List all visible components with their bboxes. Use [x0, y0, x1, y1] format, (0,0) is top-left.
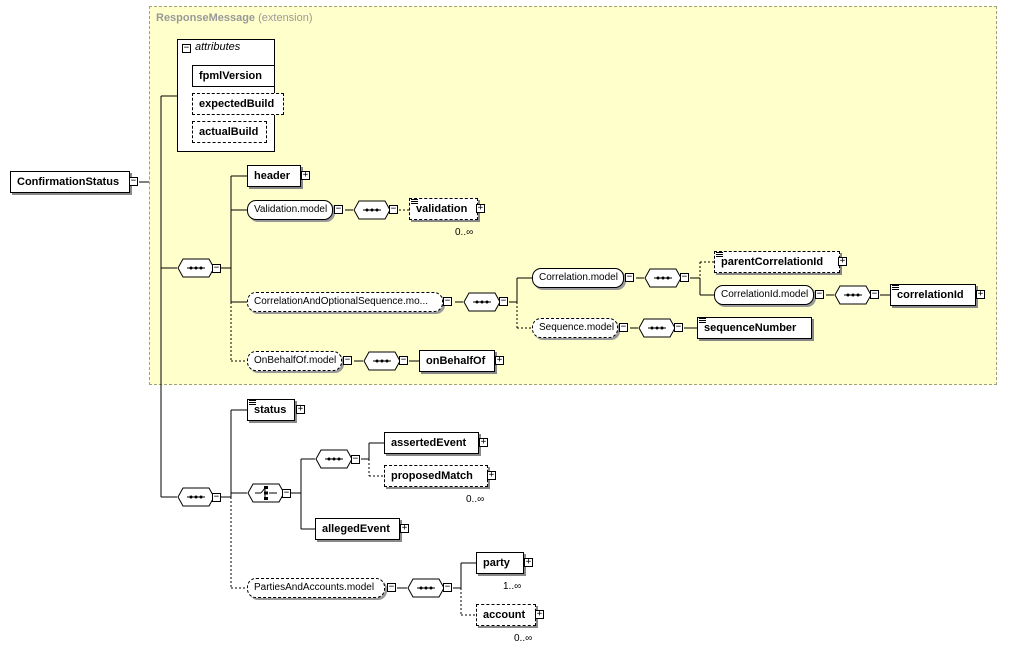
collapse-icon[interactable]: −	[212, 263, 221, 273]
element-validation[interactable]: validation	[409, 198, 478, 220]
cardinality-proposed-match: 0..∞	[466, 494, 485, 505]
sequence-compositor-corr[interactable]	[463, 292, 501, 312]
collapse-icon[interactable]: −	[443, 296, 452, 306]
collapse-icon[interactable]: −	[674, 322, 683, 332]
documentation-icon	[249, 400, 256, 407]
collapse-icon[interactable]: −	[212, 492, 221, 502]
sequence-compositor-on-behalf[interactable]	[363, 351, 401, 371]
group-parties-and-accounts-model[interactable]: PartiesAndAccounts.model	[247, 578, 385, 598]
element-account[interactable]: account	[476, 604, 536, 626]
sequence-compositor-correlation[interactable]	[644, 268, 682, 288]
collapse-icon[interactable]: −	[343, 355, 352, 365]
expand-icon[interactable]: +	[479, 437, 488, 447]
element-correlation-id[interactable]: correlationId	[890, 284, 976, 306]
expand-icon[interactable]: +	[301, 170, 310, 180]
collapse-icon[interactable]: −	[389, 204, 398, 214]
attribute-fpmlversion[interactable]: fpmlVersion	[192, 65, 275, 87]
element-asserted-event[interactable]: assertedEvent	[384, 432, 479, 454]
collapse-icon[interactable]: −	[680, 272, 689, 282]
element-parent-correlation-id[interactable]: parentCorrelationId	[714, 251, 840, 273]
element-status[interactable]: status	[247, 399, 295, 421]
collapse-icon[interactable]: −	[387, 582, 396, 592]
collapse-icon[interactable]: −	[815, 289, 824, 299]
documentation-icon	[411, 199, 418, 206]
choice-compositor[interactable]	[247, 483, 285, 503]
sequence-compositor-correlation-id[interactable]	[834, 285, 872, 305]
expand-icon[interactable]: +	[535, 609, 544, 619]
collapse-icon[interactable]: −	[625, 272, 634, 282]
expand-icon[interactable]: +	[976, 289, 985, 299]
group-validation-model[interactable]: Validation.model	[247, 200, 333, 220]
root-element[interactable]: ConfirmationStatus	[10, 171, 130, 193]
collapse-icon[interactable]: −	[351, 454, 360, 464]
expand-icon[interactable]: +	[838, 256, 847, 266]
expand-icon[interactable]: +	[400, 523, 409, 533]
documentation-icon	[699, 318, 706, 325]
collapse-icon[interactable]: −	[282, 488, 291, 498]
sequence-compositor-sequence[interactable]	[638, 318, 676, 338]
expand-icon[interactable]: +	[524, 557, 533, 567]
collapse-icon[interactable]: −	[499, 296, 508, 306]
attribute-actualbuild[interactable]: actualBuild	[192, 121, 267, 143]
expand-icon[interactable]: +	[296, 404, 305, 414]
extension-title: ResponseMessage (extension)	[156, 12, 313, 24]
cardinality-account: 0..∞	[514, 633, 533, 644]
element-proposed-match[interactable]: proposedMatch	[384, 465, 488, 487]
element-alleged-event[interactable]: allegedEvent	[315, 518, 400, 540]
group-correlation-id-model[interactable]: CorrelationId.model	[714, 285, 814, 305]
collapse-icon[interactable]: −	[443, 582, 452, 592]
group-on-behalf-of-model[interactable]: OnBehalfOf.model	[247, 351, 342, 371]
sequence-compositor-events[interactable]	[315, 449, 353, 469]
attribute-expectedbuild[interactable]: expectedBuild	[192, 93, 284, 115]
expand-icon[interactable]: +	[476, 203, 485, 213]
cardinality-validation: 0..∞	[455, 227, 474, 238]
cardinality-party: 1..∞	[503, 581, 522, 592]
attributes-header: attributes	[195, 41, 241, 53]
sequence-compositor-1[interactable]	[177, 258, 215, 278]
collapse-icon[interactable]: −	[870, 289, 879, 299]
group-correlation-optional-sequence[interactable]: CorrelationAndOptionalSequence.mo...	[247, 292, 443, 312]
collapse-icon[interactable]: −	[619, 322, 628, 332]
documentation-icon	[892, 285, 899, 292]
sequence-compositor-validation[interactable]	[353, 200, 391, 220]
sequence-compositor-parties[interactable]	[407, 578, 445, 598]
collapse-icon[interactable]: −	[399, 355, 408, 365]
collapse-icon[interactable]: −	[129, 176, 138, 186]
sequence-compositor-2[interactable]	[177, 487, 215, 507]
collapse-icon[interactable]: −	[334, 204, 343, 214]
group-correlation-model[interactable]: Correlation.model	[532, 268, 624, 288]
element-sequence-number[interactable]: sequenceNumber	[697, 317, 812, 339]
expand-icon[interactable]: +	[495, 355, 504, 365]
element-party[interactable]: party	[476, 552, 524, 574]
group-sequence-model[interactable]: Sequence.model	[532, 318, 618, 338]
element-header[interactable]: header	[247, 165, 301, 187]
documentation-icon	[716, 252, 723, 259]
element-on-behalf-of[interactable]: onBehalfOf	[419, 350, 495, 372]
expand-icon[interactable]: +	[487, 470, 496, 480]
collapse-icon[interactable]: −	[182, 43, 191, 53]
